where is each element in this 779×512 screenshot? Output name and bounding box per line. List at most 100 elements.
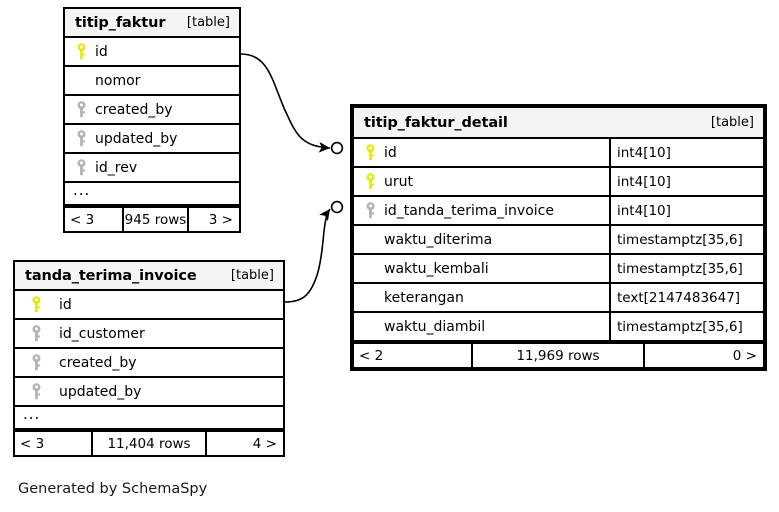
column-row-waktu-diterima[interactable]: waktu_diterima timestamptz[35,6]	[354, 226, 763, 255]
more-columns-row: ...	[65, 180, 239, 206]
edge-tanda-terima-to-detail	[284, 200, 344, 303]
column-row-id-rev[interactable]: id_rev	[65, 154, 239, 183]
ellipsis-label: ...	[73, 180, 91, 199]
column-name-cell: created_by	[65, 96, 239, 123]
table-titip-faktur[interactable]: titip_faktur [table] id nomor	[63, 7, 241, 233]
column-name-cell: keterangan	[354, 284, 609, 311]
column-name-cell: created_by	[15, 349, 283, 376]
column-name: created_by	[95, 101, 173, 118]
foreign-key-icon	[21, 354, 51, 372]
table-header: titip_faktur_detail [table]	[354, 108, 763, 139]
column-name: waktu_kembali	[384, 260, 489, 277]
column-name: id	[59, 296, 72, 313]
foreign-key-icon	[21, 383, 51, 401]
no-key-icon	[360, 231, 380, 249]
column-name: id	[95, 43, 108, 60]
column-name-cell: waktu_diambil	[354, 313, 609, 340]
column-name-cell: updated_by	[15, 378, 283, 405]
table-kind-label: [table]	[710, 115, 754, 130]
column-row-waktu-kembali[interactable]: waktu_kembali timestamptz[35,6]	[354, 255, 763, 284]
column-type: int4[10]	[609, 168, 763, 195]
column-name-cell: waktu_diterima	[354, 226, 609, 253]
table-footer: < 2 11,969 rows 0 >	[354, 342, 763, 367]
column-name-cell: id	[354, 139, 609, 166]
column-name-cell: id_customer	[15, 320, 283, 347]
column-name: id_rev	[95, 159, 138, 176]
column-name: updated_by	[59, 383, 142, 400]
row-count: 945 rows	[122, 208, 189, 231]
primary-key-icon	[21, 296, 51, 314]
column-name: id	[384, 144, 397, 161]
column-row-updated-by[interactable]: updated_by	[15, 378, 283, 407]
table-kind-label: [table]	[186, 15, 230, 30]
table-footer: < 3 11,404 rows 4 >	[15, 430, 283, 455]
column-type: int4[10]	[609, 197, 763, 224]
column-row-id[interactable]: id int4[10]	[354, 139, 763, 168]
table-tanda-terima-invoice[interactable]: tanda_terima_invoice [table] id	[13, 260, 285, 457]
column-name-cell: updated_by	[65, 125, 239, 152]
column-type: int4[10]	[609, 139, 763, 166]
column-row-created-by[interactable]: created_by	[15, 349, 283, 378]
column-row-waktu-diambil[interactable]: waktu_diambil timestamptz[35,6]	[354, 313, 763, 342]
table-header: tanda_terima_invoice [table]	[15, 262, 283, 291]
outgoing-relations-count[interactable]: 0 >	[732, 347, 757, 364]
column-name: id_customer	[59, 325, 145, 342]
column-name-cell: id_tanda_terima_invoice	[354, 197, 609, 224]
column-type: timestamptz[35,6]	[609, 313, 763, 340]
outgoing-relations-count[interactable]: 4 >	[252, 435, 277, 452]
column-name-cell: waktu_kembali	[354, 255, 609, 282]
column-row-id[interactable]: id	[65, 38, 239, 67]
row-count: 11,404 rows	[91, 432, 207, 455]
foreign-key-icon	[71, 159, 91, 177]
foreign-key-icon	[21, 325, 51, 343]
column-row-nomor[interactable]: nomor	[65, 67, 239, 96]
primary-key-icon	[71, 43, 91, 61]
column-row-id[interactable]: id	[15, 291, 283, 320]
column-name-cell: id_rev	[65, 154, 239, 181]
incoming-relations-count[interactable]: < 3	[70, 211, 95, 228]
primary-key-icon	[360, 173, 380, 191]
column-name-cell: id	[15, 291, 283, 318]
outgoing-relations-count[interactable]: 3 >	[208, 211, 233, 228]
more-columns-row: ...	[15, 404, 283, 430]
column-type: text[2147483647]	[609, 284, 763, 311]
column-name: keterangan	[384, 289, 464, 306]
column-type: timestamptz[35,6]	[609, 226, 763, 253]
column-name: updated_by	[95, 130, 178, 147]
column-name-cell: id	[65, 38, 239, 65]
column-row-created-by[interactable]: created_by	[65, 96, 239, 125]
column-name: waktu_diambil	[384, 318, 486, 335]
ellipsis-label: ...	[23, 404, 41, 423]
table-titip-faktur-detail[interactable]: titip_faktur_detail [table] id int4[10]	[350, 104, 767, 371]
column-name: created_by	[59, 354, 137, 371]
column-row-id-customer[interactable]: id_customer	[15, 320, 283, 349]
row-count: 11,969 rows	[471, 344, 645, 367]
column-type: timestamptz[35,6]	[609, 255, 763, 282]
no-key-icon	[71, 72, 91, 90]
table-title: titip_faktur	[75, 14, 166, 31]
incoming-relations-count[interactable]: < 3	[20, 435, 45, 452]
no-key-icon	[360, 260, 380, 278]
column-name-cell: nomor	[65, 67, 239, 94]
column-name: nomor	[95, 72, 141, 89]
table-title: tanda_terima_invoice	[25, 267, 197, 284]
no-key-icon	[360, 318, 380, 336]
foreign-key-icon	[71, 130, 91, 148]
no-key-icon	[360, 289, 380, 307]
edge-titip-faktur-to-detail	[240, 53, 344, 155]
table-header: titip_faktur [table]	[65, 9, 239, 38]
column-name-cell: urut	[354, 168, 609, 195]
column-row-urut[interactable]: urut int4[10]	[354, 168, 763, 197]
incoming-relations-count[interactable]: < 2	[359, 347, 384, 364]
column-row-updated-by[interactable]: updated_by	[65, 125, 239, 154]
column-name: urut	[384, 173, 413, 190]
column-row-id-tanda-terima-invoice[interactable]: id_tanda_terima_invoice int4[10]	[354, 197, 763, 226]
foreign-key-icon	[71, 101, 91, 119]
table-kind-label: [table]	[230, 268, 274, 283]
table-title: titip_faktur_detail	[364, 114, 508, 131]
column-row-keterangan[interactable]: keterangan text[2147483647]	[354, 284, 763, 313]
table-footer: < 3 945 rows 3 >	[65, 206, 239, 231]
column-name: id_tanda_terima_invoice	[384, 202, 554, 219]
column-name: waktu_diterima	[384, 231, 493, 248]
